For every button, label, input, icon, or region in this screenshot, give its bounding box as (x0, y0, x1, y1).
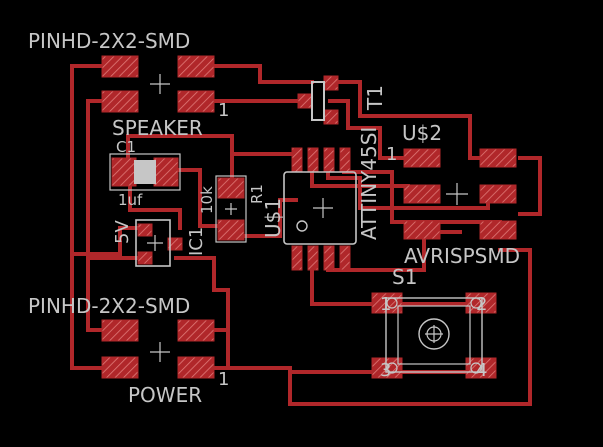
pad-bottom-header-4[interactable] (177, 356, 215, 379)
label-c1-value: 1uf (118, 191, 143, 209)
trace-ic1-right (128, 184, 182, 230)
pad-attiny-3[interactable] (323, 245, 335, 271)
pad-u2-5[interactable] (403, 220, 441, 240)
pad-bottom-header-2[interactable] (177, 319, 215, 342)
pad-ic1-1[interactable] (137, 223, 153, 237)
pad-r1-2[interactable] (217, 219, 245, 241)
label-header-top-pin1: 1 (218, 100, 229, 121)
pads (101, 55, 517, 379)
origin-cross-r1 (225, 203, 237, 215)
pad-u2-6[interactable] (479, 220, 517, 240)
s1-button-outer (418, 318, 450, 350)
label-u1-value: ATTINY45SI (357, 127, 381, 240)
pad-attiny-6[interactable] (323, 147, 335, 173)
label-s1-pin2: 2 (476, 294, 487, 315)
attiny-outline (283, 171, 357, 245)
label-s1-pin4: 4 (476, 360, 487, 381)
label-u2-pin1: 1 (386, 144, 397, 165)
pad-top-header-4[interactable] (177, 90, 215, 113)
pad-top-header-1[interactable] (101, 55, 139, 78)
pad-u2-4[interactable] (479, 184, 517, 204)
s1-corner-bl (386, 362, 398, 374)
trace-c1 (126, 134, 234, 180)
trace-t1 (328, 99, 422, 160)
pad-c1-2[interactable] (153, 157, 179, 187)
r1-outline (215, 175, 247, 243)
pad-attiny-8[interactable] (291, 147, 303, 173)
ic1-outline (135, 219, 171, 267)
label-header-top: PINHD-2X2-SMD (28, 29, 190, 53)
label-power: POWER (128, 383, 202, 407)
trace-top-header-right (210, 64, 314, 84)
origin-cross-attiny (313, 198, 333, 218)
label-ic1-value: 5V (112, 220, 133, 244)
s1-corner-tr (470, 297, 482, 309)
label-header-bottom-pin1: 1 (218, 369, 229, 390)
trace-left-inner (86, 99, 106, 332)
pad-r1-1[interactable] (217, 177, 245, 199)
s1-inner (397, 305, 471, 365)
pad-ic1-2[interactable] (137, 251, 153, 265)
pad-top-header-2[interactable] (177, 55, 215, 78)
label-r1-name: R1 (248, 184, 266, 204)
label-avrisp: AVRISPSMD (404, 244, 520, 268)
pad-t1-2[interactable] (323, 75, 339, 91)
pad-attiny-7[interactable] (307, 147, 319, 173)
s1-corner-br (470, 362, 482, 374)
c1-body (134, 160, 156, 184)
origin-cross-bottom-header (150, 342, 170, 362)
pad-u2-2[interactable] (479, 148, 517, 168)
labels: PINHD-2X2-SMD 1 SPEAKER C1 1uf R1 10k IC… (28, 29, 520, 407)
label-u1-name: U$1 (261, 198, 285, 238)
label-c1-name: C1 (116, 138, 136, 156)
pad-c1-1[interactable] (111, 157, 137, 187)
label-ic1-name: IC1 (186, 227, 207, 256)
label-s1-pin3: 3 (380, 360, 391, 381)
trace-r1-bottom (230, 198, 298, 238)
s1-corner-tl (386, 297, 398, 309)
pad-attiny-2[interactable] (307, 245, 319, 271)
origin-cross-top-header (150, 74, 170, 94)
trace-left-outer (70, 64, 106, 370)
label-header-bottom: PINHD-2X2-SMD (28, 294, 190, 318)
label-s1-name: S1 (392, 265, 417, 289)
trace-ic1-left (70, 226, 142, 256)
label-r1-value: 10k (198, 186, 216, 214)
trace-right-loop (518, 156, 542, 216)
label-s1-pin1: 1 (380, 294, 391, 315)
s1-outline (385, 297, 483, 373)
trace-c1-right (170, 168, 232, 228)
pad-attiny-4[interactable] (339, 245, 351, 271)
pad-u2-1[interactable] (403, 148, 441, 168)
pad-attiny-1[interactable] (291, 245, 303, 271)
c1-outline (109, 153, 181, 191)
label-t1-name: T1 (363, 85, 387, 111)
origin-cross-u2 (446, 183, 468, 205)
attiny-pin1-marker (296, 220, 308, 232)
label-u2-name: U$2 (402, 121, 442, 145)
pad-ic1-3[interactable] (167, 237, 183, 251)
silkscreen (109, 74, 483, 374)
trace-top-long (328, 80, 502, 160)
pad-attiny-5[interactable] (339, 147, 351, 173)
pad-t1-1[interactable] (297, 93, 313, 109)
t1-outline (311, 81, 325, 121)
pad-top-header-3[interactable] (101, 90, 139, 113)
label-speaker: SPEAKER (112, 116, 203, 140)
trace-ic1-power (174, 256, 230, 370)
s1-button-inner (426, 326, 442, 342)
trace-right-vertical (288, 248, 532, 406)
pad-bottom-header-3[interactable] (101, 356, 139, 379)
pad-u2-3[interactable] (403, 184, 441, 204)
pad-bottom-header-1[interactable] (101, 319, 139, 342)
origin-cross-s1 (425, 325, 443, 343)
trace-attiny-s1 (310, 256, 388, 306)
pad-t1-3[interactable] (323, 109, 339, 125)
origin-cross-ic1 (147, 235, 163, 251)
